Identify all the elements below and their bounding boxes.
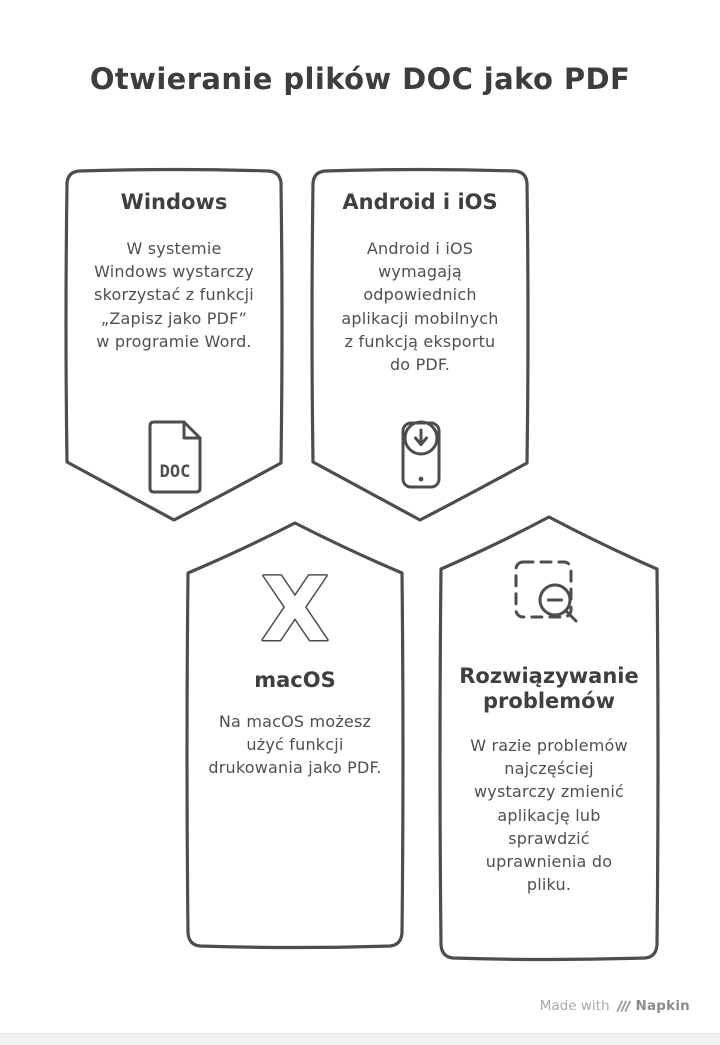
doc-file-icon: DOC	[140, 417, 208, 501]
napkin-logo-icon	[616, 1000, 631, 1012]
card-troubleshooting-body: W razie problemów najczęściej wystarczy …	[470, 736, 628, 895]
x-logo-icon: X	[247, 557, 343, 663]
card-windows: Windows W systemie Windows wystarczy sko…	[63, 167, 285, 525]
card-android-body: Android i iOS wymagają odpowiednich apli…	[341, 239, 499, 374]
card-windows-heading: Windows	[120, 190, 228, 214]
phone-download-icon	[382, 411, 458, 499]
card-troubleshooting-heading: Rozwiązywanie problemów	[459, 664, 639, 714]
napkin-brand-label: Napkin	[635, 998, 690, 1014]
card-troubleshooting-outline	[438, 515, 660, 962]
made-with-label: Made with	[539, 998, 610, 1014]
card-android-heading: Android i iOS	[342, 190, 498, 214]
doc-icon-label: DOC	[160, 462, 191, 482]
card-macos-heading: macOS	[254, 668, 336, 692]
card-macos-outline	[185, 521, 405, 950]
footer-credit: Made with Napkin	[540, 998, 690, 1014]
bottom-edge-strip	[0, 1033, 720, 1045]
card-android-ios: Android i iOS Android i iOS wymagają odp…	[309, 167, 531, 525]
card-android-outline	[310, 167, 530, 522]
zoom-out-icon	[507, 556, 591, 644]
card-macos-body: Na macOS możesz użyć funkcji drukowania …	[208, 712, 382, 778]
page-title: Otwieranie plików DOC jako PDF	[89, 62, 631, 96]
card-windows-outline	[64, 167, 284, 522]
x-logo-glyph: X	[261, 564, 329, 654]
card-troubleshooting: Rozwiązywanie problemów W razie problemó…	[437, 514, 661, 962]
card-windows-body: W systemie Windows wystarczy skorzystać …	[94, 239, 254, 351]
card-macos: X macOS Na macOS możesz użyć funkcji dru…	[184, 520, 406, 950]
